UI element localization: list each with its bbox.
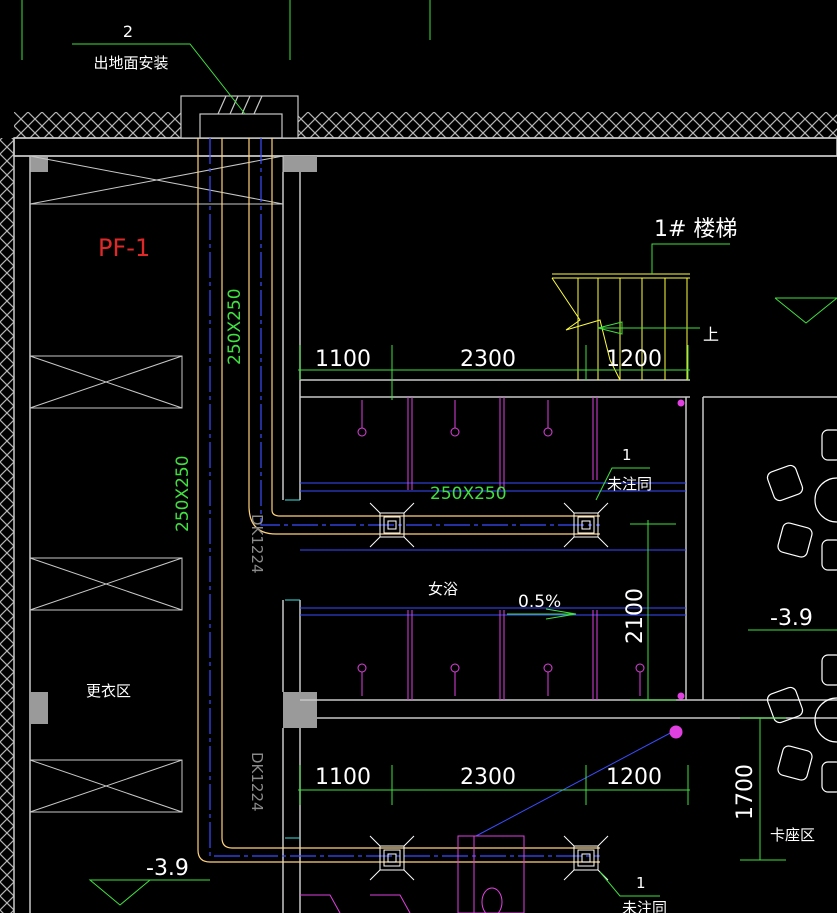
diffuser [563,502,609,548]
slope-label: 0.5% [518,592,561,612]
dim-top-1: 1100 [315,347,371,372]
duct-size-vertical-2: 250X250 [173,455,193,532]
callout-number: 2 [123,22,133,41]
diffuser [369,835,415,881]
shower-stalls [300,397,685,913]
duct-size-horizontal: 250X250 [430,484,507,504]
duct-note-number-2: 1 [636,874,646,892]
elevation-right: -3.9 [770,606,813,631]
staircase [551,273,700,381]
dim-top-3: 1200 [606,347,662,372]
dim-vertical-1: 2100 [623,588,648,644]
dim-top-2: 2300 [460,347,516,372]
door-tag-1: DK1224 [248,514,266,574]
diffuser [369,502,415,548]
door-tag-2: DK1224 [248,752,266,812]
callout-text: 出地面安装 [93,54,168,72]
exhaust-diffusers [369,502,609,881]
room-label-bath: 女浴 [428,580,458,598]
dim-vertical-2: 1700 [733,764,758,820]
dimension-lines [21,0,837,906]
room-label-changing: 更衣区 [86,682,131,700]
labels: 2 出地面安装 PF-1 1# 楼梯 上 更衣区 女浴 卡座区 250X250 … [86,22,815,913]
window-frames [29,155,284,813]
dim-bottom-3: 1200 [606,765,662,790]
duct-note-text-2: 未注同 [622,899,667,913]
elevation-left: -3.9 [146,856,189,881]
room-label-seating: 卡座区 [770,826,815,844]
duct-note-text: 未注同 [607,475,652,493]
wall-hatching [0,112,837,913]
seating-furniture [766,429,837,793]
dim-bottom-2: 2300 [460,765,516,790]
fan-tag: PF-1 [98,234,150,262]
stair-up-label: 上 [703,325,719,344]
duct-run [197,138,686,863]
duct-size-vertical-1: 250X250 [225,288,245,365]
dim-bottom-1: 1100 [315,765,371,790]
exhaust-outlet [180,95,299,139]
door-openings [285,499,300,839]
duct-note-number: 1 [622,446,632,464]
stair-label: 1# 楼梯 [654,217,737,242]
